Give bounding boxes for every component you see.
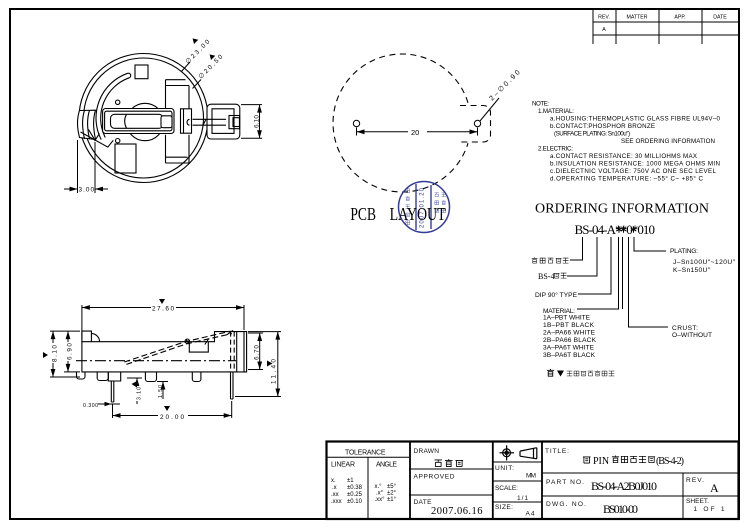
- svg-text:SCALE:: SCALE:: [495, 485, 518, 492]
- svg-text:11.40: 11.40: [271, 359, 278, 384]
- svg-text:1 OF 1: 1 OF 1: [694, 506, 725, 513]
- svg-text:LINEAR: LINEAR: [331, 462, 355, 469]
- svg-text:CRUST:: CRUST:: [672, 325, 698, 332]
- svg-text:±2°: ±2°: [387, 491, 397, 497]
- svg-text:±0.10: ±0.10: [347, 499, 363, 505]
- svg-text:20.00: 20.00: [160, 414, 184, 421]
- svg-text:∅23.00: ∅23.00: [184, 38, 211, 65]
- svg-text:O–WITHOUT: O–WITHOUT: [672, 332, 712, 339]
- svg-text:A4: A4: [526, 511, 535, 518]
- svg-text:±5°: ±5°: [387, 484, 397, 490]
- svg-text:.x°: .x°: [376, 491, 384, 497]
- svg-text:b.INSULATION RESISTANCE: 1000: b.INSULATION RESISTANCE: 1000 MEGA OHMS …: [550, 161, 720, 168]
- svg-text:27.60: 27.60: [152, 306, 174, 313]
- svg-text:ANGLE: ANGLE: [376, 462, 397, 469]
- svg-text:1B–PBT BLACK: 1B–PBT BLACK: [543, 322, 595, 329]
- svg-text:PART NO.: PART NO.: [546, 479, 584, 486]
- svg-text:x.°: x.°: [375, 484, 383, 490]
- svg-text:DATE: DATE: [713, 15, 727, 21]
- svg-text:3.00: 3.00: [79, 187, 95, 194]
- svg-text:J–Sn100U″~120U″: J–Sn100U″~120U″: [673, 259, 736, 266]
- svg-text:APPROVED: APPROVED: [414, 474, 455, 481]
- svg-text:±0.38: ±0.38: [347, 485, 363, 491]
- svg-text:BS-04-A2B0J010: BS-04-A2B0J010: [591, 479, 657, 493]
- svg-text:PIN: PIN: [593, 456, 609, 467]
- svg-text:1A–PBT WHITE: 1A–PBT WHITE: [543, 315, 591, 322]
- svg-text:.xx°: .xx°: [375, 497, 386, 503]
- svg-text:2007.01.20: 2007.01.20: [420, 187, 426, 228]
- svg-text:DRAWN: DRAWN: [414, 448, 440, 455]
- svg-text:MATERIAL:: MATERIAL:: [543, 308, 575, 315]
- svg-text:.xx: .xx: [331, 492, 339, 498]
- svg-text:2B–PA66 BLACK: 2B–PA66 BLACK: [543, 337, 597, 344]
- svg-text:BS-4: BS-4: [538, 272, 554, 281]
- svg-text:1.50: 1.50: [158, 385, 164, 398]
- svg-text:3.10: 3.10: [137, 387, 143, 400]
- svg-text:6.90: 6.90: [67, 343, 74, 360]
- svg-text:x.: x.: [331, 478, 336, 484]
- svg-text:2–∅0.90: 2–∅0.90: [488, 69, 521, 102]
- svg-text:DIP 90° TYPE: DIP 90° TYPE: [535, 291, 578, 299]
- svg-text:1.MATERIAL:: 1.MATERIAL:: [538, 108, 574, 115]
- svg-text:APP.: APP.: [674, 15, 685, 21]
- svg-text:2.ELECTRIC:: 2.ELECTRIC:: [538, 146, 573, 153]
- svg-text:.xxx: .xxx: [331, 499, 342, 505]
- svg-text:2007.06.16: 2007.06.16: [431, 506, 483, 517]
- svg-text:PLATING:: PLATING:: [670, 248, 698, 255]
- svg-text:REV.: REV.: [686, 477, 704, 484]
- svg-text:±1: ±1: [347, 478, 354, 484]
- svg-text:d.OPERATING TEMPERATURE: –55°: d.OPERATING TEMPERATURE: –55° C~ +85° C: [550, 176, 704, 183]
- svg-text:PCB: PCB: [350, 204, 376, 224]
- svg-text:a.CONTACT RESISTANCE: 30 MILLI: a.CONTACT RESISTANCE: 30 MILLIOHMS MAX: [550, 153, 697, 160]
- svg-text:c.DIELECTNIC VOLTAGE: 750V AC: c.DIELECTNIC VOLTAGE: 750V AC ONE SEC LE…: [550, 168, 717, 175]
- svg-text:MM: MM: [526, 473, 536, 480]
- svg-text:REV.: REV.: [598, 15, 610, 21]
- svg-text:(BS-4-2): (BS-4-2): [656, 456, 684, 467]
- svg-text:BS-04-A**0*010: BS-04-A**0*010: [575, 222, 656, 237]
- svg-text:NOTE:: NOTE:: [532, 101, 549, 108]
- svg-text:3B–PA6T BLACK: 3B–PA6T BLACK: [543, 352, 596, 359]
- svg-text:SIZE:: SIZE:: [495, 504, 513, 511]
- svg-text:6.10: 6.10: [254, 115, 261, 128]
- svg-text:ORDERING INFORMATION: ORDERING INFORMATION: [535, 202, 709, 217]
- svg-text:2A–PA66 WHITE: 2A–PA66 WHITE: [543, 330, 596, 337]
- svg-text:DATE: DATE: [414, 499, 433, 506]
- svg-text:DWG. NO.: DWG. NO.: [546, 501, 586, 508]
- svg-text:8.10: 8.10: [52, 345, 59, 362]
- svg-text:A: A: [710, 481, 719, 495]
- svg-text:LAYOUT: LAYOUT: [390, 204, 446, 224]
- svg-text:SHEET.: SHEET.: [686, 498, 709, 505]
- svg-text:A: A: [602, 27, 606, 33]
- svg-text:1/1: 1/1: [517, 495, 528, 502]
- svg-text:K–Sn150U″: K–Sn150U″: [673, 267, 711, 274]
- svg-text:20: 20: [411, 128, 419, 137]
- svg-text:SEE ORDERING INFORMATION: SEE ORDERING INFORMATION: [621, 138, 715, 145]
- svg-text:UNIT:: UNIT:: [495, 465, 514, 472]
- svg-text:.x: .x: [332, 485, 337, 491]
- svg-text:0.300: 0.300: [83, 403, 98, 409]
- svg-text:TITLE:: TITLE:: [545, 448, 569, 455]
- svg-text:±1°: ±1°: [387, 497, 397, 503]
- svg-text:(SURFACE PLATING: Sn100u″): (SURFACE PLATING: Sn100u″): [554, 131, 630, 138]
- svg-text:3A–PA6T WHITE: 3A–PA6T WHITE: [543, 345, 595, 352]
- svg-text:BS010-00: BS010-00: [603, 502, 638, 516]
- svg-text:a.HOUSING:THERMOPLASTIC GLASS: a.HOUSING:THERMOPLASTIC GLASS FIBRE UL94…: [550, 116, 721, 123]
- svg-text:MATTER: MATTER: [627, 15, 648, 21]
- svg-text:TOLERANCE: TOLERANCE: [345, 450, 386, 457]
- svg-text:±0.25: ±0.25: [347, 492, 363, 498]
- svg-text:6.70: 6.70: [254, 345, 261, 360]
- svg-text:b.CONTACT:PHOSPHOR BRONZE: b.CONTACT:PHOSPHOR BRONZE: [550, 123, 655, 130]
